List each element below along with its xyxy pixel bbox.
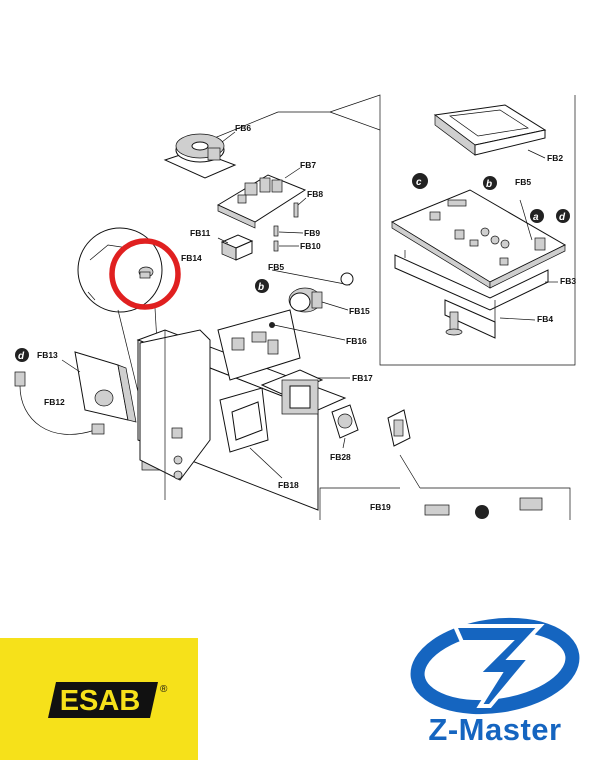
marker-c: c [412, 173, 428, 189]
svg-text:d: d [559, 212, 566, 223]
leader-fb9 [278, 231, 304, 234]
label-fb2: FB2 [547, 153, 563, 163]
esab-registered-mark: ® [160, 684, 168, 695]
part-fb2 [433, 104, 547, 156]
leader-fb8 [297, 197, 307, 206]
part-fb17-transformer [260, 369, 324, 415]
label-fb13: FB13 [37, 350, 58, 360]
label-fb18: FB18 [278, 480, 299, 490]
leader-fb7 [284, 167, 301, 179]
part-fb12-cable [14, 371, 105, 435]
label-fb19: FB19 [370, 502, 391, 512]
part-fb4-bracket [444, 299, 496, 339]
label-fb10: FB10 [300, 241, 321, 251]
leader-fb2 [527, 149, 546, 159]
label-fb12: FB12 [44, 397, 65, 407]
svg-text:b: b [258, 282, 264, 293]
part-fb9 [273, 225, 279, 237]
part-fb10 [273, 240, 279, 252]
part-fb28-fan [331, 404, 359, 439]
part-fb13 [74, 351, 137, 423]
label-fb28: FB28 [330, 452, 351, 462]
svg-text:b: b [486, 179, 492, 190]
esab-logo: ESAB ® [0, 638, 198, 760]
svg-text:a: a [533, 212, 539, 223]
part-fb6-toroid [163, 133, 237, 179]
svg-text:d: d [18, 351, 25, 362]
socket-plate [387, 409, 411, 447]
svg-text:ESAB: ESAB [60, 685, 141, 717]
part-fb15 [288, 287, 323, 313]
leader-fb16 [273, 324, 346, 341]
label-fb8: FB8 [307, 189, 323, 199]
label-fb15: FB15 [349, 306, 370, 316]
highlight-circle [109, 238, 181, 310]
leader-fb18 [249, 447, 283, 479]
part-fb16-board [217, 309, 301, 381]
label-fb16: FB16 [346, 336, 367, 346]
leader-fb6 [221, 131, 236, 143]
label-fb4: FB4 [537, 314, 553, 324]
label-fb17: FB17 [352, 373, 373, 383]
label-fb11: FB11 [190, 228, 211, 238]
leader-fb11 [217, 237, 229, 244]
part-fb14 [138, 266, 154, 279]
leader-fb28 [342, 437, 346, 449]
zmaster-logo: Z-Master [400, 608, 590, 758]
label-fb9: FB9 [304, 228, 320, 238]
label-fb3: FB3 [560, 276, 576, 286]
inset-fb19-frame [319, 454, 571, 520]
leader-fb13 [61, 359, 81, 373]
esab-logo-mark: ESAB [48, 682, 158, 718]
exploded-parts-diagram: FB2 FB5 FB3 FB4 c b [14, 94, 576, 520]
marker-b-main: b [255, 279, 269, 293]
label-fb6: FB6 [235, 123, 251, 133]
svg-text:c: c [416, 177, 422, 188]
label-fb5-main: FB5 [268, 262, 284, 272]
part-fb5-board [390, 189, 567, 289]
part-fb5-main [271, 269, 354, 286]
marker-a: a [530, 209, 544, 223]
part-fb7-board [216, 174, 307, 229]
zmaster-wordmark: Z-Master [428, 712, 562, 747]
marker-d-inset: d [556, 209, 570, 223]
marker-d-main: d [15, 348, 29, 362]
part-fb11 [220, 234, 254, 261]
wire-a [519, 199, 533, 241]
part-fb8 [293, 202, 299, 218]
marker-b-inset: b [483, 176, 497, 190]
part-fb18-panel [219, 387, 269, 453]
label-fb14: FB14 [181, 253, 202, 263]
label-fb5-inset: FB5 [515, 177, 531, 187]
label-fb7: FB7 [300, 160, 316, 170]
zmaster-swoosh-icon [410, 617, 580, 715]
leader-fb15 [321, 301, 349, 311]
leader-fb4 [499, 317, 536, 321]
